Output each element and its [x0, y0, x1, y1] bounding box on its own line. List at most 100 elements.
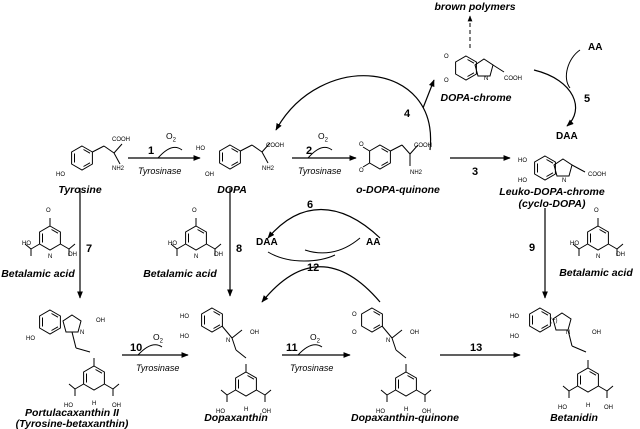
arrow-step-6-return	[304, 237, 361, 254]
atom-o: O	[46, 208, 51, 214]
atom-n: N	[226, 338, 230, 344]
tyrosine-label: Tyrosine	[58, 184, 102, 196]
atom-cooh: COOH	[112, 137, 130, 143]
atom-cooh: COOH	[588, 172, 606, 178]
betalamic-acid-label-3: Betalamic acid	[559, 267, 633, 279]
atom-n: N	[566, 330, 570, 336]
atom-oh: OH	[214, 252, 223, 258]
atom-n: N	[596, 254, 600, 260]
atom-ho: HO	[518, 178, 527, 184]
betalamic-acid-structure-1	[24, 217, 76, 257]
step-2-number: 2	[306, 145, 313, 157]
step-1-number: 1	[148, 145, 155, 157]
atom-ho: HO	[558, 405, 567, 411]
atom-ho: HO	[180, 334, 189, 340]
enzyme-label-2: Tyrosinase	[298, 166, 342, 176]
atom-nh2: NH2	[112, 166, 125, 172]
tyrosine-betaxanthin-label: (Tyrosine-betaxanthin)	[15, 418, 129, 429]
atom-oh: OH	[250, 330, 259, 336]
step-12-number: 12	[307, 262, 320, 274]
dopa-label: DOPA	[217, 184, 247, 196]
atom-ho: HO	[510, 314, 519, 320]
atom-h: H	[244, 407, 248, 413]
atom-o: O	[594, 208, 599, 214]
dopaxanthin-quinone-label: Dopaxanthin-quinone	[351, 412, 459, 424]
daa-label-5: DAA	[556, 131, 578, 142]
step-11-number: 11	[286, 342, 298, 354]
atom-h: H	[586, 403, 590, 409]
o2-curve-10	[137, 344, 163, 356]
step-9-number: 9	[529, 242, 536, 254]
atom-oh: OH	[604, 405, 613, 411]
betanidin-label: Betanidin	[550, 412, 598, 424]
atom-n: N	[386, 338, 390, 344]
arrow-step-5	[533, 69, 577, 127]
atom-h: H	[404, 407, 408, 413]
portulacaxanthin-structure	[39, 309, 120, 397]
daa-label-6: DAA	[256, 237, 278, 248]
atom-o: O	[352, 330, 357, 336]
atom-n: N	[194, 254, 198, 260]
portulacaxanthin-label: Portulacaxanthin II	[25, 407, 119, 419]
atom-ho: HO	[26, 336, 35, 342]
betalamic-acid-structure-3	[572, 217, 624, 257]
atom-cooh: COOH	[504, 76, 522, 82]
tyrosine-structure	[71, 143, 123, 171]
o2-label-1: O2	[166, 131, 176, 144]
dopaxanthin-structure	[201, 307, 272, 403]
step-3-number: 3	[472, 166, 479, 178]
atom-ho: HO	[64, 403, 73, 409]
atom-ho: HO	[376, 409, 385, 415]
atom-n: N	[562, 178, 566, 184]
betalamic-acid-label-1: Betalamic acid	[1, 268, 75, 280]
enzyme-label-10: Tyrosinase	[136, 363, 180, 373]
atom-o: O	[359, 142, 364, 148]
step-13-number: 13	[470, 342, 483, 354]
brown-polymers-label: brown polymers	[434, 1, 516, 13]
atom-cooh: COOH	[414, 143, 432, 149]
o2-curve-11	[297, 344, 323, 356]
atom-ho: HO	[180, 314, 189, 320]
atom-ho: HO	[22, 241, 31, 247]
atom-ho: HO	[56, 172, 65, 178]
dopa-chrome-structure	[455, 55, 505, 81]
o2-curve-1	[157, 146, 183, 159]
atom-o: O	[444, 54, 449, 60]
atom-oh: OH	[422, 409, 431, 415]
arrow-step-4	[275, 75, 432, 151]
atom-cooh: COOH	[266, 143, 284, 149]
atom-oh: OH	[410, 330, 419, 336]
dopaxanthin-quinone-structure	[361, 307, 432, 403]
arrow-step-6	[267, 209, 381, 239]
cyclo-dopa-label: (cyclo-DOPA)	[518, 198, 586, 210]
atom-n: N	[80, 330, 84, 336]
atom-oh: OH	[616, 252, 625, 258]
enzyme-label-11: Tyrosinase	[290, 363, 334, 373]
atom-o: O	[444, 78, 449, 84]
aa-label-5: AA	[588, 42, 603, 53]
atom-oh: OH	[205, 172, 214, 178]
dopaxanthin-label: Dopaxanthin	[204, 412, 268, 424]
step-5-number: 5	[584, 93, 591, 105]
o2-label-11: O2	[310, 332, 320, 345]
atom-oh: OH	[96, 318, 105, 324]
atom-nh2: NH2	[410, 170, 423, 176]
atom-ho: HO	[518, 158, 527, 164]
step-6-number: 6	[307, 199, 314, 211]
o2-curve-2	[307, 146, 333, 159]
aa-curve-5	[565, 49, 581, 89]
enzyme-label-1: Tyrosinase	[138, 166, 182, 176]
leuko-dopa-chrome-label: Leuko-DOPA-chrome	[499, 186, 605, 198]
atom-h: H	[92, 401, 96, 407]
atom-ho: HO	[196, 146, 205, 152]
atom-ho: HO	[570, 241, 579, 247]
atom-n: N	[484, 76, 488, 82]
atom-o: O	[192, 208, 197, 214]
atom-o: O	[359, 168, 364, 174]
betalamic-acid-structure-2	[170, 217, 222, 257]
step-10-number: 10	[130, 342, 143, 354]
dopa-chrome-label: DOPA-chrome	[440, 92, 512, 104]
arrow-step-12	[261, 266, 381, 303]
step-7-number: 7	[86, 243, 93, 255]
